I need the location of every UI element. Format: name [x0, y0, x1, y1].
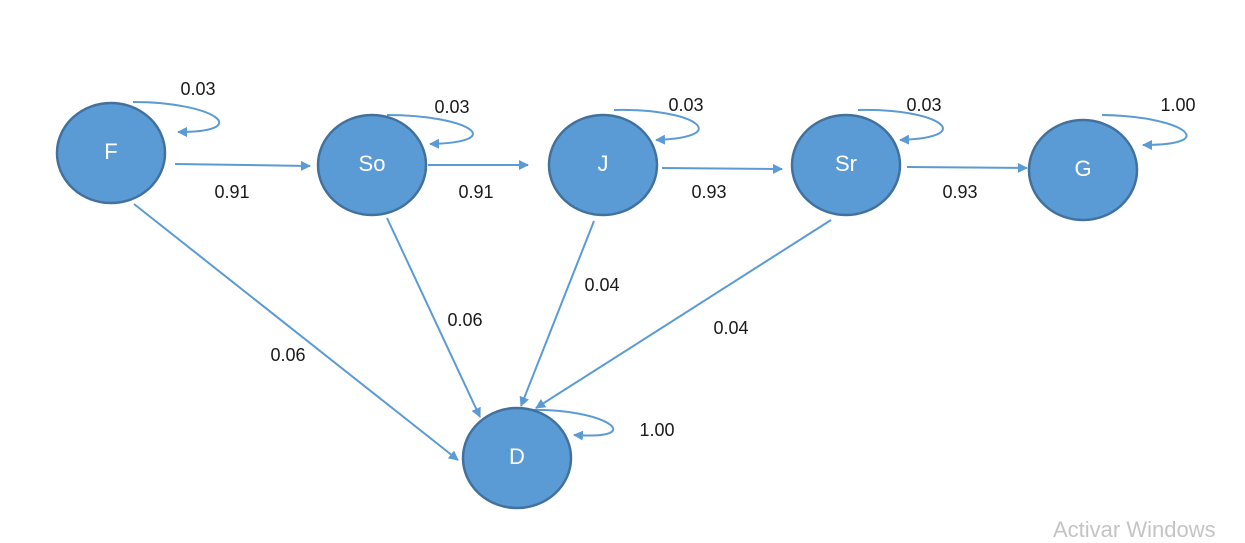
edge-label-j-d: 0.04: [584, 275, 619, 295]
edge-labels-layer: 0.03 0.03 0.03 0.03 1.00 1.00 0.91 0.91 0.93 0.93…: [180, 79, 1195, 440]
edge-label-so-so: 0.03: [434, 97, 469, 117]
node-label-g: G: [1074, 156, 1091, 181]
self-loop-j: [613, 108, 700, 145]
edge-j-to-d: [519, 220, 595, 407]
edge-label-g-g: 1.00: [1160, 95, 1195, 115]
node-j: J: [547, 113, 659, 217]
edge-label-j-j: 0.03: [668, 95, 703, 115]
node-d: D: [461, 406, 573, 510]
node-label-so: So: [359, 151, 386, 176]
edge-label-f-so: 0.91: [214, 182, 249, 202]
edge-label-sr-sr: 0.03: [906, 95, 941, 115]
nodes-layer: F So J Sr G D: [55, 101, 1139, 510]
node-g: G: [1027, 118, 1139, 222]
edge-f-to-d: [133, 203, 459, 461]
node-circle-sr: [790, 113, 902, 217]
edges-layer: [132, 101, 1188, 461]
self-loop-so: [386, 114, 474, 149]
edge-so-to-d: [386, 217, 481, 418]
node-circle-so: [316, 113, 428, 217]
edge-label-so-d: 0.06: [447, 310, 482, 330]
edge-f-to-so: [174, 160, 311, 171]
edge-label-so-j: 0.91: [458, 182, 493, 202]
self-loop-sr: [857, 108, 944, 145]
self-loop-g: [1101, 114, 1188, 150]
self-loop-d: [529, 408, 615, 441]
edge-label-f-f: 0.03: [180, 79, 215, 99]
node-circle-g: [1027, 118, 1139, 222]
node-f: F: [55, 101, 167, 205]
node-so: So: [316, 113, 428, 217]
activation-watermark: Activar Windows: [1053, 517, 1216, 542]
self-loop-f: [132, 101, 221, 137]
node-label-f: F: [104, 139, 117, 164]
edge-label-d-d: 1.00: [639, 420, 674, 440]
node-label-sr: Sr: [835, 151, 857, 176]
edge-label-sr-d: 0.04: [713, 318, 748, 338]
node-circle-j: [547, 113, 659, 217]
node-circle-f: [55, 101, 167, 205]
node-sr: Sr: [790, 113, 902, 217]
edge-sr-to-d: [535, 219, 832, 409]
edge-label-f-d: 0.06: [270, 345, 305, 365]
edge-label-sr-g: 0.93: [942, 182, 977, 202]
edge-label-j-sr: 0.93: [691, 182, 726, 202]
edge-sr-to-g: [906, 162, 1028, 173]
node-label-d: D: [509, 444, 525, 469]
node-circle-d: [461, 406, 573, 510]
edge-j-to-sr: [661, 163, 783, 174]
node-label-j: J: [598, 151, 609, 176]
